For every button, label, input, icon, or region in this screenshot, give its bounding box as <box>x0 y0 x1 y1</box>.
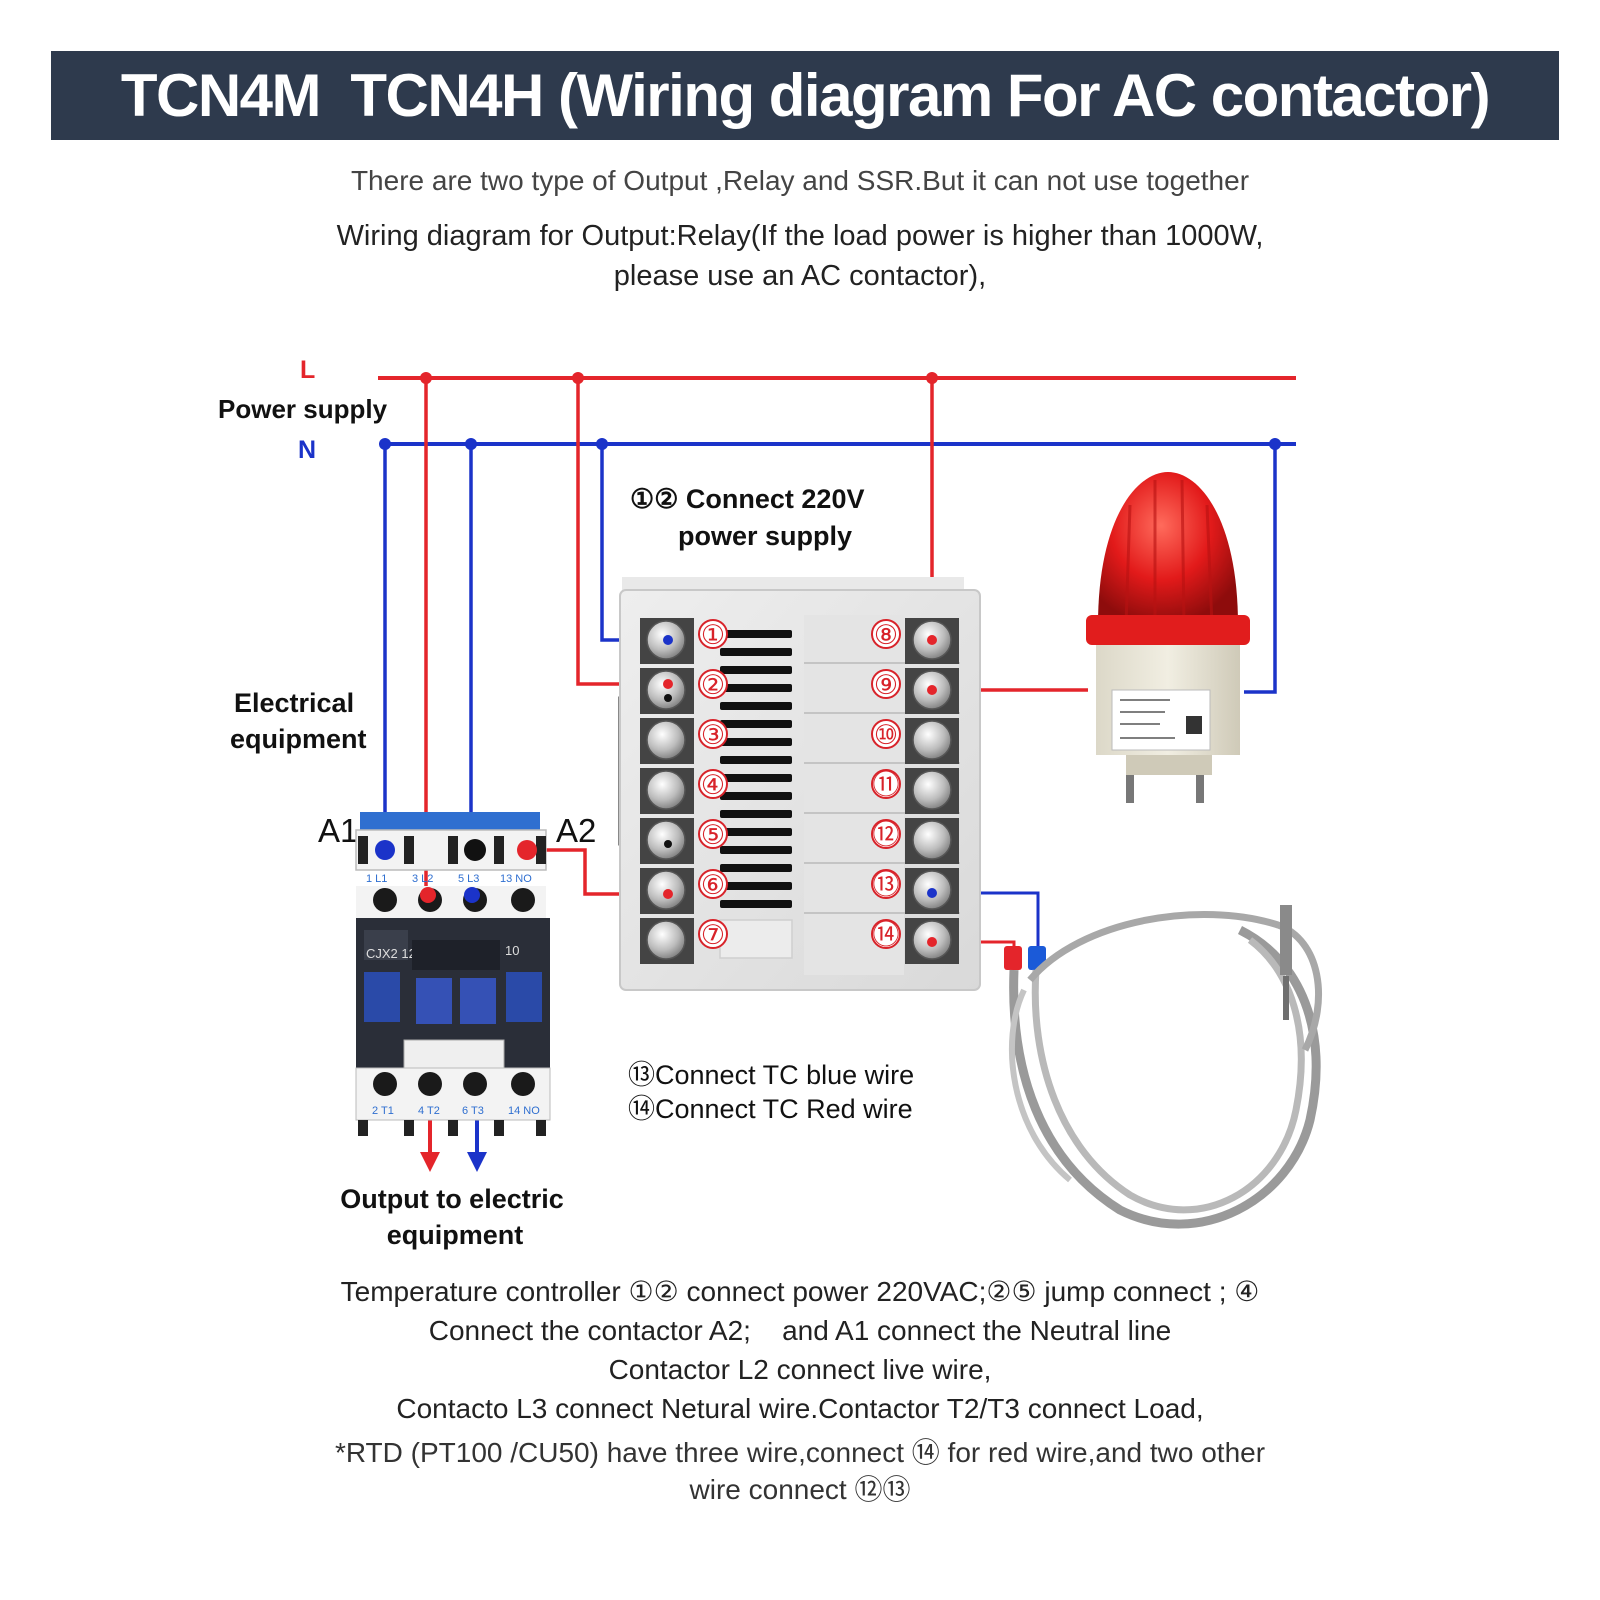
contactor-a2-label: A2 <box>556 812 596 849</box>
relay-intro-line-2: please use an AC contactor), <box>613 260 987 292</box>
terminal-2-label: ② <box>701 670 725 701</box>
terminal-11-screw <box>912 770 952 810</box>
a2-terminal <box>517 840 537 860</box>
terminal-12-label: ⑫ <box>873 820 900 851</box>
wiring-note-line-6: wire connect ⑫⑬ <box>689 1474 911 1505</box>
terminal-9-label: ⑨ <box>874 670 898 701</box>
contactor-top-terminal-4: 13 NO <box>500 873 532 885</box>
contactor-bottom-terminal-4: 14 NO <box>508 1105 540 1117</box>
terminal-11-label: ⑪ <box>873 770 900 801</box>
tc-note-line-2: ⑭Connect TC Red wire <box>628 1094 913 1124</box>
terminal-2-screw <box>646 670 686 710</box>
contactor-bottom-terminal-2: 4 T2 <box>418 1105 440 1117</box>
wiring-note-line-4: Contacto L3 connect Netural wire.Contact… <box>396 1393 1204 1424</box>
l3-terminal <box>464 887 480 903</box>
thermocouple-probe <box>1004 905 1322 1229</box>
power-note: ①② Connect 220V power supply <box>630 484 864 551</box>
temperature-controller: ① ② ③ ④ ⑤ ⑥ ⑦ ⑧ ⑨ ⑩ ⑪ ⑫ ⑬ ⑭ <box>619 577 981 991</box>
right-terminal-numbers: ⑧ ⑨ ⑩ ⑪ ⑫ ⑬ ⑭ <box>871 619 901 951</box>
tc-note-line-1: ⑬Connect TC blue wire <box>628 1060 914 1090</box>
contactor-top-terminal-3: 5 L3 <box>458 873 479 885</box>
terminal-10-screw <box>912 720 952 760</box>
l2-terminal <box>420 887 436 903</box>
power-supply: L Power supply N <box>218 356 1296 464</box>
left-terminal-blocks <box>640 618 694 964</box>
terminal-3-screw <box>646 720 686 760</box>
wiring-note-line-1: Temperature controller ①② connect power … <box>340 1276 1260 1307</box>
contactor-bottom-terminal-3: 6 T3 <box>462 1105 484 1117</box>
terminal-7-screw <box>646 920 686 960</box>
wiring-note-line-5: *RTD (PT100 /CU50) have three wire,conne… <box>334 1437 1266 1468</box>
terminal-14-label: ⑭ <box>873 920 900 951</box>
wiring-notes: Temperature controller ①② connect power … <box>0 1272 1600 1508</box>
live-label: L <box>300 356 315 384</box>
contactor-top-terminal-2: 3 L2 <box>412 873 433 885</box>
left-terminal-numbers: ① ② ③ ④ ⑤ ⑥ ⑦ <box>698 619 728 951</box>
output-type-note: There are two type of Output ,Relay and … <box>350 165 1250 196</box>
wire-n-to-lamp <box>1244 444 1277 694</box>
power-note-line-1: ①② Connect 220V <box>630 484 864 514</box>
l3-top-terminal <box>464 839 486 861</box>
terminal-10-label: ⑩ <box>874 720 898 751</box>
output-label-line-2: equipment <box>387 1220 524 1250</box>
output-label-line-1: Output to electric <box>340 1184 564 1214</box>
alarm-lamp <box>1086 472 1250 803</box>
title-banner: TCN4M TCN4H (Wiring diagram For AC conta… <box>51 51 1559 140</box>
electrical-equipment-line-2: equipment <box>230 724 367 754</box>
contactor-bottom-terminal-1: 2 T1 <box>372 1105 394 1117</box>
terminal-1-label: ① <box>701 620 725 651</box>
wiring-note-line-3: Contactor L2 connect live wire, <box>608 1354 992 1385</box>
relay-intro-line-1: Wiring diagram for Output:Relay(If the l… <box>336 220 1264 252</box>
contactor-side-label: 10 <box>505 943 519 958</box>
terminal-4-label: ④ <box>701 770 725 801</box>
page-title: TCN4M TCN4H (Wiring diagram For AC conta… <box>120 62 1491 129</box>
output-label: Output to electric equipment <box>340 1184 564 1250</box>
contactor-a1-label: A1 <box>318 812 358 849</box>
terminal-7-label: ⑦ <box>701 920 725 951</box>
terminal-4-screw <box>646 770 686 810</box>
terminal-5-label: ⑤ <box>701 820 725 851</box>
terminal-12-screw <box>912 820 952 860</box>
power-supply-label: Power supply <box>218 394 388 424</box>
neutral-label: N <box>298 436 316 464</box>
terminal-13-label: ⑬ <box>873 870 900 901</box>
electrical-equipment-line-1: Electrical <box>234 688 354 718</box>
junction-dots <box>379 372 1281 450</box>
a1-terminal <box>375 840 395 860</box>
ac-contactor: A1 A2 1 L1 3 L2 5 L3 13 NO CJX2 1210 10 <box>318 812 596 1136</box>
terminal-8-label: ⑧ <box>874 620 898 651</box>
contactor-top-terminal-1: 1 L1 <box>366 873 387 885</box>
terminal-3-label: ③ <box>701 720 725 751</box>
thermocouple-note: ⑬Connect TC blue wire ⑭Connect TC Red wi… <box>628 1060 914 1124</box>
controller-vents <box>720 630 792 908</box>
wiring-note-line-2: Connect the contactor A2; and A1 connect… <box>428 1315 1172 1346</box>
terminal-5-screw <box>646 820 686 860</box>
terminal-6-label: ⑥ <box>701 870 725 901</box>
power-note-line-2: power supply <box>678 521 852 551</box>
right-terminal-blocks <box>905 618 959 964</box>
relay-intro: Wiring diagram for Output:Relay(If the l… <box>0 216 1600 296</box>
electrical-equipment-label: Electrical equipment <box>230 688 367 754</box>
